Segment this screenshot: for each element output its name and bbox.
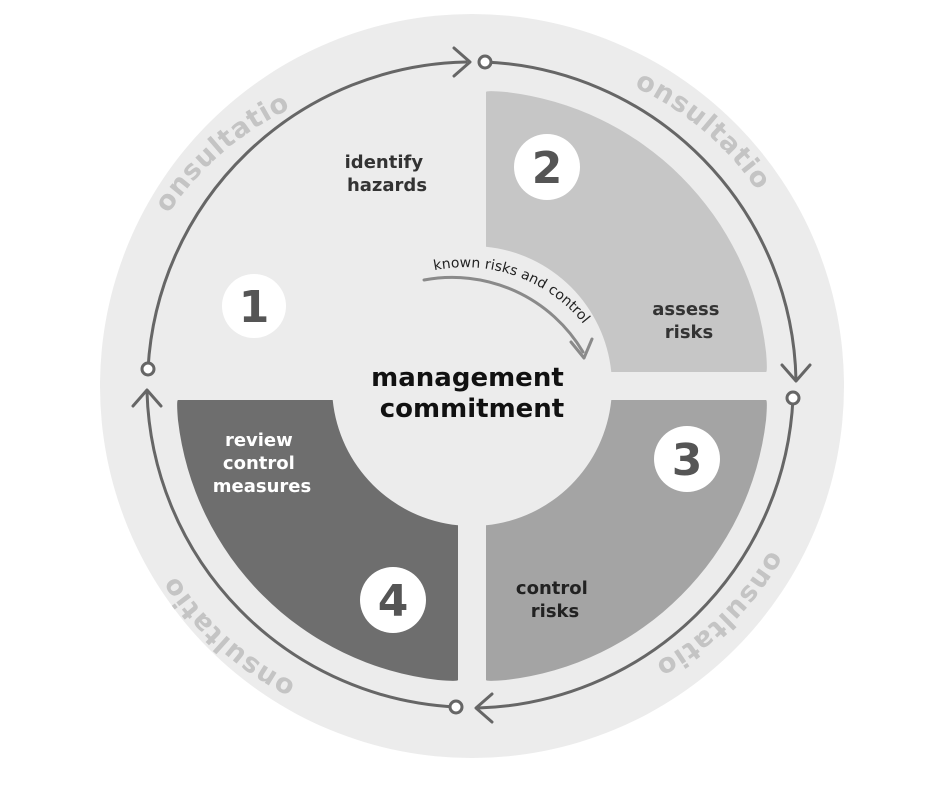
step-4-number: 4 — [378, 576, 409, 627]
node-bottom-icon — [448, 699, 464, 715]
cycle-arc-bottom-left — [145, 390, 458, 709]
step-4-label: review control measures — [213, 430, 311, 497]
step-1-number: 1 — [239, 282, 270, 333]
step-3-badge — [654, 426, 720, 492]
step-2-badge — [514, 134, 580, 200]
step-2-number: 2 — [532, 143, 563, 194]
arrowhead-left-icon — [131, 388, 163, 408]
arrowhead-bottom-icon — [474, 692, 494, 724]
step-3-number: 3 — [672, 435, 703, 486]
inner-feedback-arrow — [422, 275, 585, 354]
cycle-arrows — [131, 46, 812, 724]
step-4-badge — [360, 567, 426, 633]
cycle-arc-bottom-right — [476, 396, 795, 710]
step-1-label: identify hazards — [345, 152, 430, 196]
step-3-label: control risks — [516, 578, 594, 622]
center-title: management commitment — [371, 363, 573, 424]
cycle-arc-top-left — [146, 60, 468, 371]
node-right-icon — [785, 390, 801, 406]
cycle-arc-top-right — [483, 60, 798, 382]
node-left-icon — [140, 361, 156, 377]
step-2-label: assess risks — [652, 299, 726, 343]
inner-arrowhead-icon — [569, 337, 594, 360]
step-1-badge — [222, 274, 286, 338]
arrowhead-top-icon — [452, 46, 472, 78]
arrowhead-right-icon — [780, 363, 812, 383]
node-top-icon — [477, 54, 493, 70]
